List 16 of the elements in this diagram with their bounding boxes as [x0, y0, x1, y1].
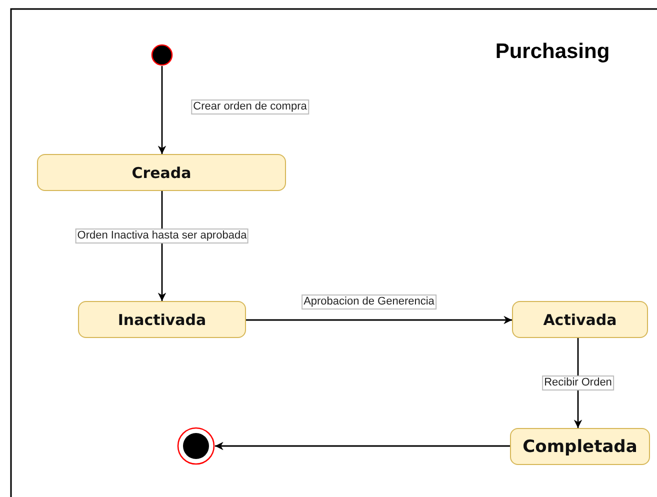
- diagram-title: Purchasing: [494, 40, 611, 64]
- edge-label: Crear orden de compra: [191, 100, 309, 114]
- state-name: Activada: [543, 310, 617, 328]
- state-box: [78, 301, 246, 338]
- transition-arrow: [246, 316, 512, 324]
- transition-arrow: [215, 442, 510, 450]
- state-name: Inactivada: [118, 310, 206, 328]
- state-name: Completada: [522, 436, 638, 456]
- state-box: [37, 154, 286, 191]
- transition-arrow: [158, 66, 166, 154]
- state-box: [510, 428, 650, 465]
- edge-label: Aprobacion de Generencia: [302, 294, 436, 310]
- state-box: [512, 301, 648, 338]
- edge-label: Orden Inactiva hasta ser aprobada: [75, 228, 249, 244]
- edge-label: Recibir Orden: [542, 376, 614, 390]
- state-name: Creada: [132, 164, 192, 182]
